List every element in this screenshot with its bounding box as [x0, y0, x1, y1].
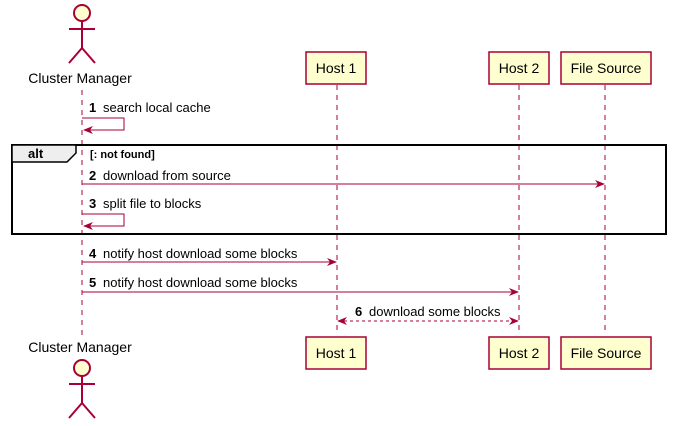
message-6-label: download some blocks: [369, 304, 501, 319]
participant-box-file-source-top: File Source: [560, 51, 652, 85]
message-2-number: 2: [89, 168, 96, 183]
message-2-label: download from source: [103, 168, 231, 183]
message-4: 4 notify host download some blocks: [82, 246, 337, 266]
message-3-number: 3: [89, 196, 96, 211]
message-3: 3 split file to blocks: [82, 196, 202, 230]
participant-box-file-source-bottom: File Source: [560, 336, 652, 370]
message-4-label: notify host download some blocks: [103, 246, 298, 261]
message-6-number: 6: [355, 304, 362, 319]
alt-fragment-guard: [: not found]: [90, 149, 155, 161]
message-5: 5 notify host download some blocks: [82, 275, 519, 296]
message-5-label: notify host download some blocks: [103, 275, 298, 290]
participant-box-host2-top: Host 2: [488, 51, 550, 85]
message-5-number: 5: [89, 275, 96, 290]
participant-box-host1-top: Host 1: [305, 51, 367, 85]
participant-label-file-source-top: File Source: [571, 60, 642, 76]
alt-fragment-operator: alt: [28, 146, 44, 161]
alt-fragment: alt [: not found]: [11, 144, 667, 235]
participant-box-host1-bottom: Host 1: [305, 336, 367, 370]
actor-label-bottom: Cluster Manager: [28, 339, 132, 355]
message-4-number: 4: [89, 246, 97, 261]
message-1-number: 1: [89, 100, 96, 115]
actor-label-top: Cluster Manager: [28, 70, 132, 86]
participant-label-host1-bottom: Host 1: [316, 345, 357, 361]
participant-box-host2-bottom: Host 2: [488, 336, 550, 370]
message-2: 2 download from source: [82, 168, 605, 188]
message-1-label: search local cache: [103, 100, 211, 115]
message-1: 1 search local cache: [82, 100, 211, 134]
participant-label-host2-bottom: Host 2: [499, 345, 540, 361]
actor-icon-top: [68, 4, 96, 64]
actor-icon-bottom: [68, 359, 96, 419]
participant-label-file-source-bottom: File Source: [571, 345, 642, 361]
message-3-label: split file to blocks: [103, 196, 202, 211]
participant-label-host2-top: Host 2: [499, 60, 540, 76]
participant-label-host1-top: Host 1: [316, 60, 357, 76]
message-6: 6 download some blocks: [337, 304, 519, 325]
